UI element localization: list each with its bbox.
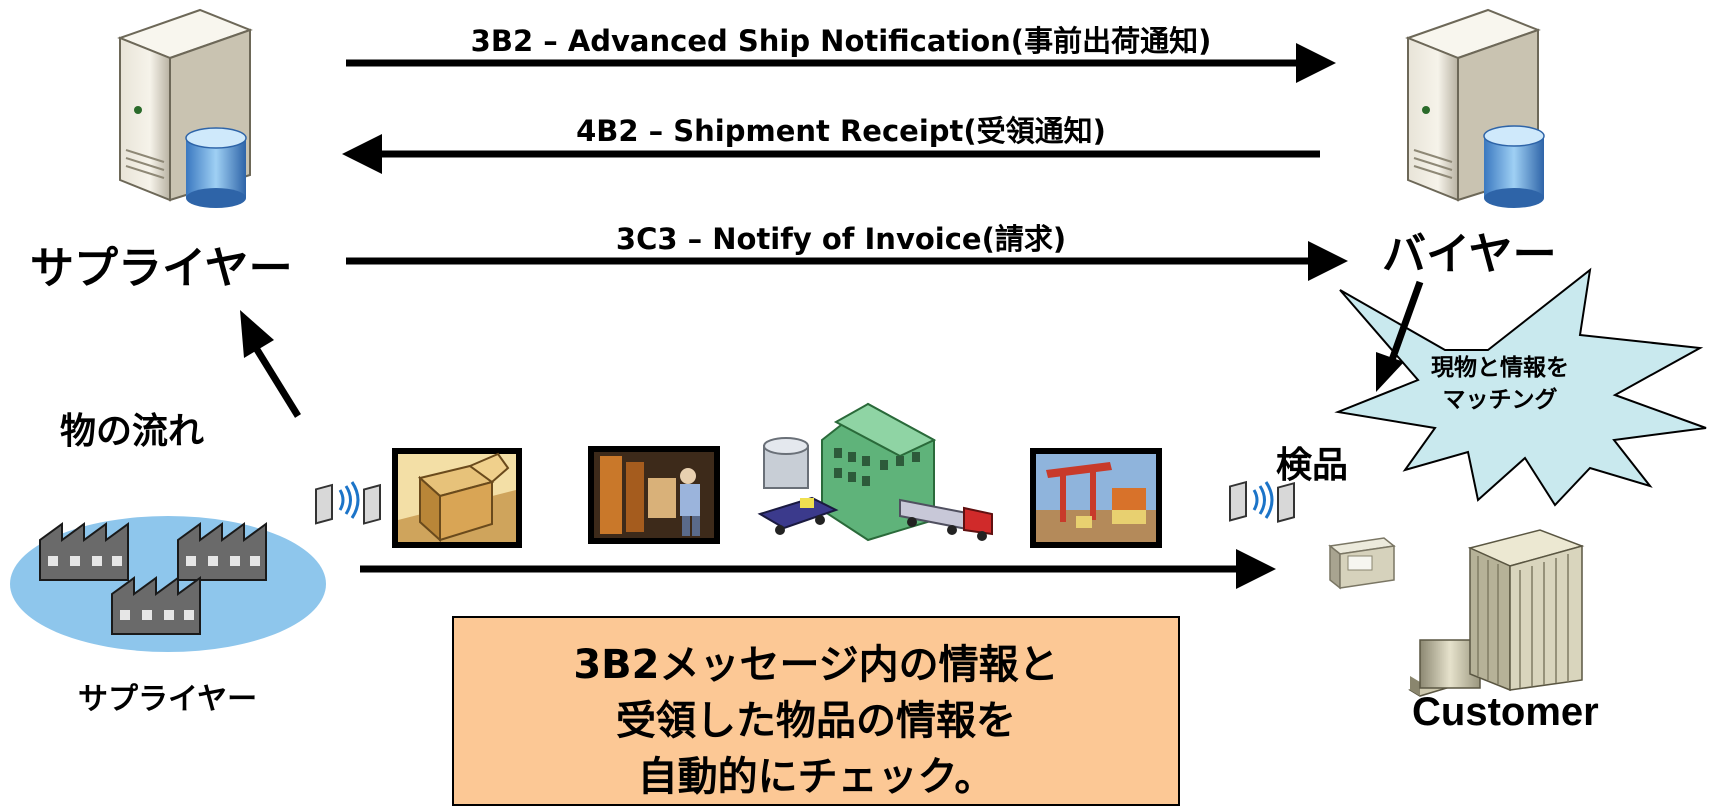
note-line-3: 自動的にチェック。: [637, 754, 995, 800]
supplier-server-icon: [117, 8, 253, 208]
arrow-receipt: [342, 134, 1320, 174]
buyer-to-burst-arrow: [1376, 280, 1424, 392]
buyer-label: バイヤー: [1382, 229, 1557, 280]
burst-text-line2: マッチング: [1442, 387, 1558, 413]
buyer-server-icon: [1405, 8, 1545, 208]
asn-message-label: 3B2 – Advanced Ship Notification(事前出荷通知): [470, 24, 1212, 58]
port-crane-image: [1030, 448, 1162, 548]
delivered-package-icon: [1328, 537, 1396, 590]
customer-building-icon: [1408, 529, 1585, 697]
inspection-label: 検品: [1276, 445, 1349, 486]
packing-box-image: [392, 448, 522, 548]
rfid-reader-right-icon: [1229, 480, 1295, 523]
invoice-message-label: 3C3 – Notify of Invoice(請求): [615, 222, 1067, 256]
match-burst-shape: [1334, 267, 1707, 507]
rfid-reader-left-icon: [315, 481, 381, 525]
supplier-factory-label: サプライヤー: [78, 682, 258, 717]
auto-check-note: 3B2メッセージ内の情報と 受領した物品の情報を 自動的にチェック。: [452, 616, 1180, 806]
arrow-goods-up: [240, 310, 301, 418]
arrow-asn: [346, 43, 1336, 83]
goods-flow-label: 物の流れ: [60, 411, 205, 452]
supplier-label: サプライヤー: [30, 243, 293, 294]
note-line-2: 受領した物品の情報を: [616, 698, 1016, 744]
customer-label: Customer: [1412, 690, 1599, 734]
arrow-invoice: [346, 241, 1348, 281]
warehouse-worker-image: [588, 446, 720, 544]
arrow-goods: [360, 549, 1276, 589]
note-line-1: 3B2メッセージ内の情報と: [573, 642, 1059, 688]
supplier-factories-icon: [10, 516, 326, 652]
burst-text-line1: 現物と情報を: [1431, 355, 1569, 381]
receipt-message-label: 4B2 – Shipment Receipt(受領通知): [576, 114, 1106, 148]
distribution-center-image: [757, 402, 993, 542]
